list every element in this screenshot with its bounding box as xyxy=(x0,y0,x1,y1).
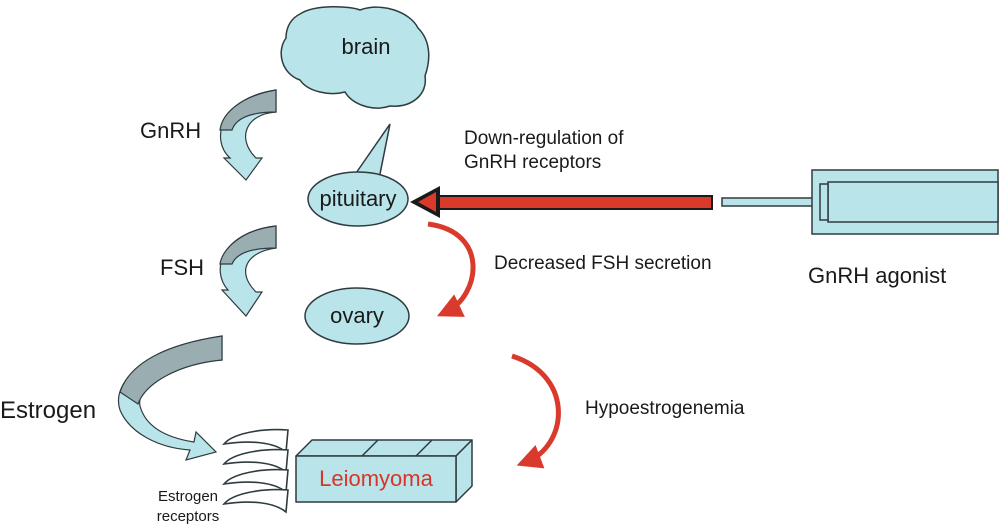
syringe-icon xyxy=(721,169,999,235)
brain-shape xyxy=(280,6,430,109)
estrogen-label: Estrogen xyxy=(0,397,97,424)
downregulation-label-line2: GnRH receptors xyxy=(464,152,602,173)
gnrh-agonist-label: GnRH agonist xyxy=(808,263,947,288)
pituitary-node xyxy=(307,171,409,227)
estrogen-receptors-icon xyxy=(222,428,289,514)
estrogen-receptors-label-line1: Estrogen xyxy=(157,488,219,505)
leiomyoma-label: Leiomyoma xyxy=(319,466,433,491)
downregulation-arrow xyxy=(410,186,713,218)
hypoestrogenemia-arrow xyxy=(511,353,561,469)
fsh-label: FSH xyxy=(160,255,204,280)
gnrh-label: GnRH xyxy=(140,118,202,143)
decreased-fsh-label: Decreased FSH secretion xyxy=(494,253,712,274)
estrogen-receptors-label-line2: receptors xyxy=(156,508,220,525)
brain-label: brain xyxy=(341,34,391,59)
fsh-curl-arrow xyxy=(219,225,277,317)
gnrh-curl-arrow xyxy=(219,89,277,181)
hypoestrogenemia-label: Hypoestrogenemia xyxy=(585,398,745,419)
estrogen-curl-arrow xyxy=(117,335,223,461)
ovary-label: ovary xyxy=(330,303,384,328)
downregulation-label-line1: Down-regulation of xyxy=(464,128,624,149)
pituitary-label: pituitary xyxy=(319,186,397,211)
ovary-node xyxy=(304,287,410,345)
leiomyoma-box xyxy=(295,439,473,503)
decreased-fsh-arrow xyxy=(427,221,476,317)
